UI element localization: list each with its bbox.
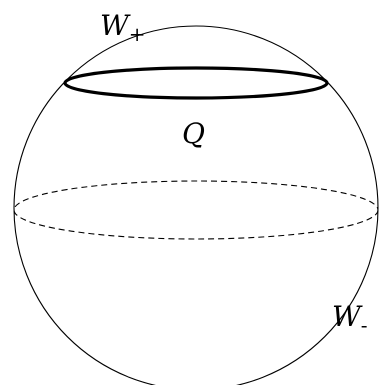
equator-dashed-ellipse	[13, 180, 379, 240]
q-circle-bold	[63, 66, 329, 100]
label-w-minus-sub: -	[361, 313, 368, 337]
label-w-plus-base: W	[100, 9, 131, 42]
label-w-plus: W+	[100, 9, 146, 46]
label-w-plus-sub: +	[129, 22, 146, 46]
label-w-minus: W-	[332, 300, 368, 337]
label-q: Q	[182, 117, 205, 150]
label-w-minus-base: W	[332, 300, 363, 333]
